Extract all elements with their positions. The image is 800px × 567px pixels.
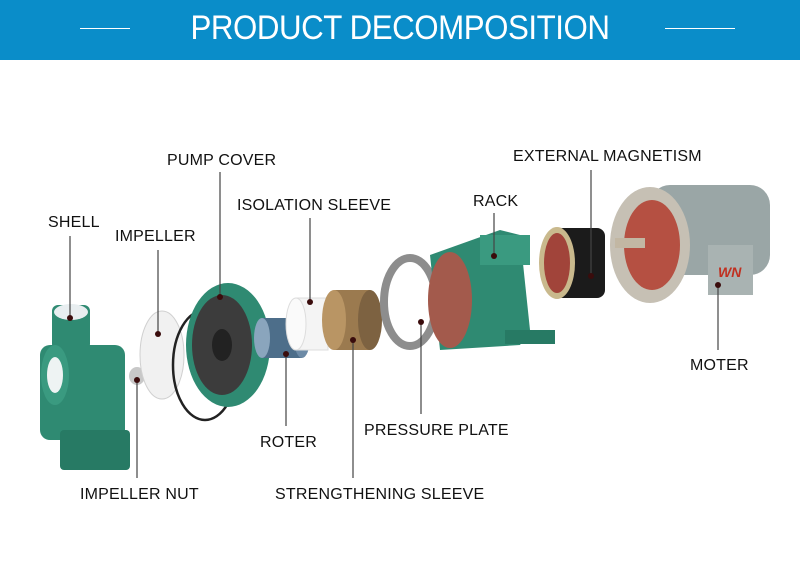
label-rack: RACK	[473, 193, 519, 210]
rack-part	[428, 230, 555, 350]
label-pressure-plate: PRESSURE PLATE	[364, 422, 509, 439]
label-moter: MOTER	[690, 357, 749, 374]
isolation-sleeve-part	[285, 297, 329, 351]
label-pump-cover: PUMP COVER	[167, 152, 277, 169]
strengthening-sleeve-part	[322, 290, 382, 350]
label-impeller: IMPELLER	[115, 228, 196, 245]
header-rule-right	[665, 28, 735, 29]
label-isolation-sleeve: ISOLATION SLEEVE	[237, 197, 392, 214]
leader-dots	[67, 253, 721, 383]
header-banner: PRODUCT DECOMPOSITION	[0, 0, 800, 60]
page-title: PRODUCT DECOMPOSITION	[190, 9, 610, 47]
motor-part: WN	[610, 185, 770, 303]
impeller-part	[139, 310, 185, 400]
shell-part	[40, 304, 130, 470]
motor-badge: WN	[718, 264, 742, 280]
label-impeller-nut: IMPELLER NUT	[80, 486, 199, 503]
label-strengthening-sleeve: STRENGTHENING SLEEVE	[275, 486, 485, 503]
label-external-magnetism: EXTERNAL MAGNETISM	[513, 148, 702, 165]
header-rule-left	[80, 28, 130, 29]
label-roter: ROTER	[260, 434, 317, 451]
label-shell: SHELL	[48, 214, 100, 231]
impeller-nut-part	[129, 367, 145, 385]
external-magnetism-part	[539, 227, 605, 299]
leader-lines	[69, 170, 719, 478]
pump-cover-part	[186, 283, 270, 407]
